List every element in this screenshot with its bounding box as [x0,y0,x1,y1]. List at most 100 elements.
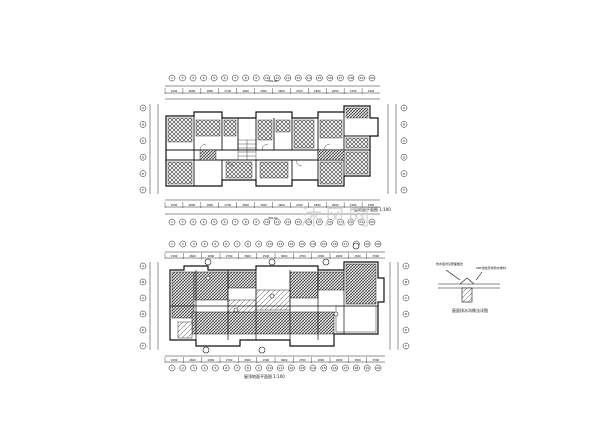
axis-bubble [252,74,260,82]
axis-bubble-label: 5 [214,366,216,370]
axis-bubble [374,240,382,248]
dim-lines-left [149,104,397,194]
axis-bubble-label: 16 [328,76,332,80]
axis-bubble-label: 4 [204,366,206,370]
axis-bubble [201,240,208,248]
axis-bubble [326,218,334,226]
axis-bubble-label: 12 [289,242,293,246]
axis-bubble-label: F [142,344,144,348]
axis-bubble-label: E [142,328,144,332]
axis-bubble-label: 18 [349,76,353,80]
axis-bubble-label: 15 [317,76,321,80]
dim-text: 1800 [206,203,213,207]
axis-bubble-label: 6 [225,242,227,246]
axis-bubble-label: 14 [307,76,311,80]
axis-bubble-label: 4 [203,76,205,80]
axis-bubble-label: 17 [344,366,348,370]
axis-bubble [353,364,360,372]
axis-bubble-label: 15 [317,220,321,224]
axis-bubble [274,74,281,82]
axis-bubble-label: C [405,296,407,300]
axis-bubble-label: 16 [328,220,332,224]
axis-bubble [255,240,262,248]
axis-bubble [284,74,292,82]
axis-bubble-label: F [403,188,405,192]
axis-bubble [400,104,408,112]
dim-text: 1800 [318,254,325,258]
dim-text: 1500 [354,358,361,362]
dim-text: 3600 [242,89,249,93]
axis-bubble-label: 19 [360,220,364,224]
axis-bubble-label: 6 [225,366,227,370]
axis-bubble-label: 12 [286,220,290,224]
axis-bubble-label: 1 [171,242,173,246]
axis-bubble [168,240,176,248]
dim-text: 3600 [278,89,285,93]
axis-bubble-label: 3 [193,242,195,246]
axis-bubble [298,240,306,248]
axis-bubble [190,240,197,248]
axis-bubble-label: 1 [171,220,173,224]
axis-bubble-label: 20 [376,242,380,246]
axis-bubble [342,364,349,372]
axis-bubble-label: 2 [182,366,184,370]
axis-bubble [347,74,355,82]
axis-bubble [139,186,147,194]
axis-bubble [320,364,328,372]
dim-text: 1800 [208,254,215,258]
axis-bubble-label: C [142,139,144,143]
axis-bubble [295,218,302,226]
axis-bubble-label: 11 [275,76,279,80]
axis-bubble-label: 10 [265,76,269,80]
stairs-top [237,139,257,161]
detail-note-1: 防水层详见屋面做法 [436,262,464,266]
dim-text: 2700 [224,89,231,93]
dim-text: 2600 [336,358,343,362]
axis-bubble-label: 16 [333,242,337,246]
axis-bubble [231,74,239,82]
axis-bubble [139,153,147,161]
axis-bubble-label: B [142,280,144,284]
axis-bubble [200,218,207,226]
axis-bubble-label: 20 [376,366,380,370]
dim-text: 1500 [263,358,270,362]
axis-bubble-label: 14 [311,242,315,246]
axis-bubble-label: 6 [224,220,226,224]
detail-note-2: SBS改性沥青防水卷材 [476,266,506,270]
axis-bubble-label: 1 [171,76,173,80]
axis-bubble [252,218,260,226]
axis-bubble [316,74,323,82]
axis-bubble [309,364,317,372]
axis-bubble [277,240,284,248]
axis-bubble-label: 20 [370,76,374,80]
axis-bubble-label: 5 [213,76,215,80]
axis-bubble-label: 4 [203,220,205,224]
axis-bubble [222,240,230,248]
axis-bubble [190,364,197,372]
dim-text: 3600 [244,254,251,258]
axis-bubble [305,218,313,226]
axis-bubble-label: 3 [192,220,194,224]
axis-bubble-label: E [142,172,144,176]
axis-bubble [189,74,197,82]
axis-bubble [400,186,408,194]
axis-bubble [221,218,228,226]
axis-bubble-label: F [142,188,144,192]
axis-bubble [368,74,376,82]
axis-bubble-label: 10 [265,220,269,224]
dim-text: 2700 [226,254,233,258]
axis-bubble [402,262,410,270]
dim-text: 2700 [299,254,306,258]
axis-bubble [179,74,186,82]
axis-bubble [320,240,328,248]
axis-bubble-label: C [142,296,144,300]
dim-text: 2700 [299,358,306,362]
dim-text: 1800 [314,203,321,207]
dim-lines-side-2 [149,262,399,350]
axis-bubble-label: 13 [300,366,304,370]
axis-bubble-label: 8 [245,76,247,80]
axis-bubble-label: 1 [171,366,173,370]
axis-bubble-label: A [405,264,408,268]
